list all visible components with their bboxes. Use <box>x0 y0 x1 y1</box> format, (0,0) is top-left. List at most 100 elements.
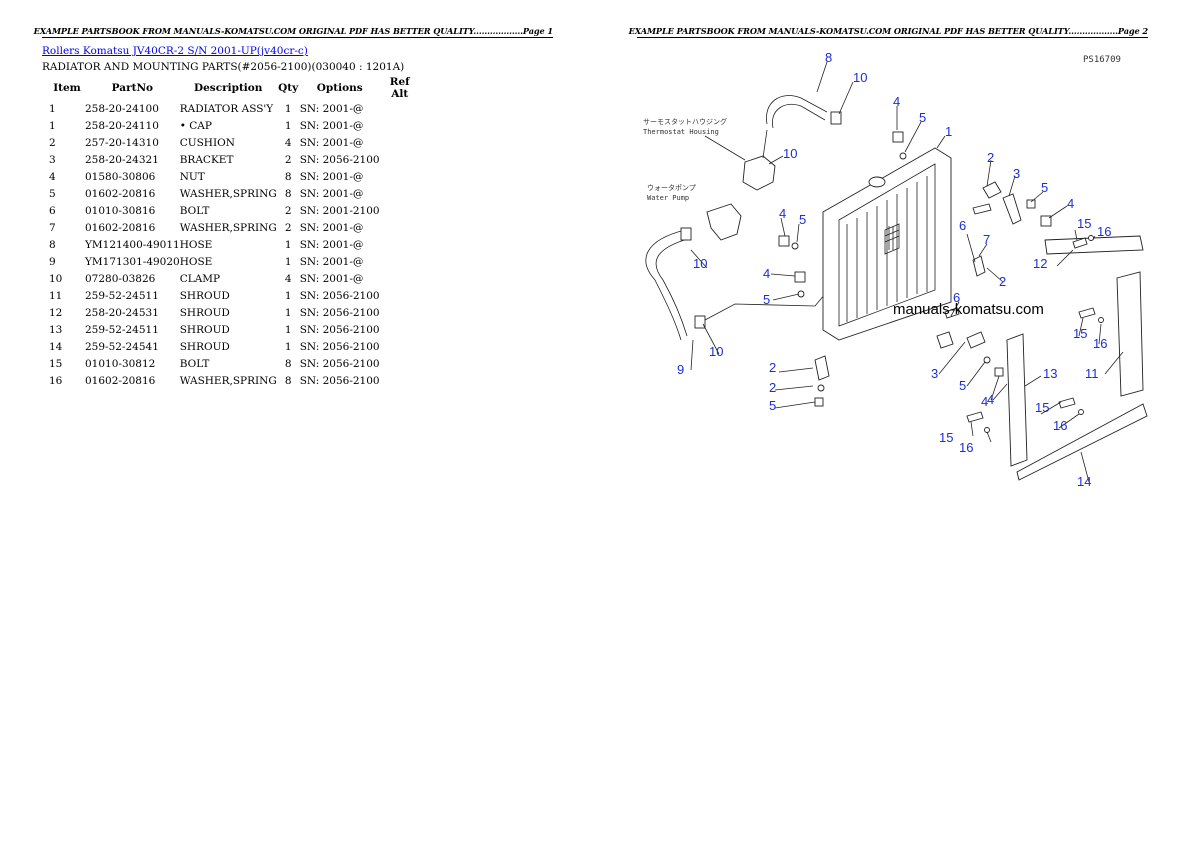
description-cell: BRACKET <box>179 153 234 166</box>
qty-cell: 2 <box>284 204 292 217</box>
refalt-cell <box>380 304 420 321</box>
model-link[interactable]: Rollers Komatsu JV40CR-2 S/N 2001-UP(jv4… <box>42 45 308 57</box>
partno-cell: YM171301-49020 <box>85 255 180 268</box>
item-cell: 4 <box>49 170 56 183</box>
refalt-cell <box>380 236 420 253</box>
description-cell: CUSHION <box>179 136 235 149</box>
options-cell: SN: 2001-@ <box>299 187 364 200</box>
refalt-cell <box>380 372 420 389</box>
page-header: EXAMPLE PARTSBOOK FROM MANUALS-KOMATSU.C… <box>33 26 554 36</box>
description-cell: HOSE <box>179 238 213 251</box>
item-cell: 11 <box>49 289 63 302</box>
partno-cell: 258-20-24321 <box>85 153 159 166</box>
callout-label: 10 <box>783 146 797 161</box>
thermostat-label-en: Thermostat Housing <box>643 128 719 136</box>
partno-cell: 259-52-24511 <box>85 323 159 336</box>
options-cell: SN: 2056-2100 <box>299 357 380 370</box>
callout-label: 11 <box>1085 366 1099 381</box>
qty-cell: 8 <box>284 374 292 387</box>
shroud-12 <box>1044 235 1144 255</box>
partno-cell: 01602-20816 <box>85 374 156 387</box>
col-refalt-header: Ref Alt <box>389 76 410 100</box>
callout-label: 6 <box>959 218 966 233</box>
options-cell: SN: 2056-2100 <box>299 306 380 319</box>
callout-label: 5 <box>799 212 806 227</box>
callout-label: 5 <box>763 292 770 307</box>
item-cell: 7 <box>49 221 56 234</box>
page-header: EXAMPLE PARTSBOOK FROM MANUALS-KOMATSU.C… <box>628 26 1149 36</box>
watermark: manuals-komatsu.com <box>893 301 1044 318</box>
qty-cell: 8 <box>284 187 292 200</box>
description-cell: SHROUD <box>179 340 230 353</box>
refalt-cell <box>380 287 420 304</box>
options-cell: SN: 2001-@ <box>299 119 364 132</box>
item-cell: 13 <box>49 323 63 336</box>
col-partno-header: PartNo <box>111 82 154 94</box>
partno-cell: 01010-30812 <box>85 357 156 370</box>
radiator-assembly <box>822 147 952 341</box>
callout-label: 4 <box>1067 196 1074 211</box>
shroud-11 <box>1116 271 1144 397</box>
partno-cell: 258-20-24100 <box>85 102 159 115</box>
refalt-cell <box>380 117 420 134</box>
callout-label: 15 <box>1073 326 1087 341</box>
upper-hose <box>766 95 828 129</box>
callout-label: 12 <box>1033 256 1047 271</box>
parts-table: Item PartNo Description Qty Options Ref … <box>42 76 420 389</box>
callout-label: 5 <box>769 398 776 413</box>
description-cell: BOLT <box>179 204 210 217</box>
qty-cell: 1 <box>284 340 292 353</box>
refalt-cell <box>380 168 420 185</box>
table-header-row: Item PartNo Description Qty Options Ref … <box>42 76 420 100</box>
description-cell: • CAP <box>179 119 212 132</box>
hose-clamp <box>830 111 842 125</box>
refalt-cell <box>380 219 420 236</box>
qty-cell: 4 <box>284 272 292 285</box>
thermostat-housing <box>742 155 776 191</box>
shroud-13 <box>1006 333 1028 467</box>
partno-cell: 259-52-24541 <box>85 340 159 353</box>
partno-cell: 07280-03826 <box>85 272 156 285</box>
callout-label: 4 <box>779 206 786 221</box>
qty-cell: 2 <box>284 153 292 166</box>
item-cell: 14 <box>49 340 63 353</box>
exploded-parts-diagram: PS16709 サーモスタットハウジング Thermostat Housing … <box>643 50 1148 489</box>
options-cell: SN: 2056-2100 <box>299 153 380 166</box>
refalt-cell <box>380 185 420 202</box>
callout-label: 15 <box>1077 216 1091 231</box>
qty-cell: 8 <box>284 357 292 370</box>
options-cell: SN: 2001-@ <box>299 136 364 149</box>
callout-label: 4 <box>893 94 900 109</box>
partno-cell: 01580-30806 <box>85 170 156 183</box>
col-description-header: Description <box>194 82 263 94</box>
section-subtitle: RADIATOR AND MOUNTING PARTS(#2056-2100)(… <box>42 61 405 73</box>
item-cell: 9 <box>49 255 56 268</box>
item-cell: 5 <box>49 187 56 200</box>
description-cell: WASHER,SPRING <box>179 187 277 200</box>
parts-list-page: EXAMPLE PARTSBOOK FROM MANUALS-KOMATSU.C… <box>33 26 554 389</box>
partno-cell: 01602-20816 <box>85 187 156 200</box>
refalt-cell <box>380 100 420 117</box>
thermostat-label-jp: サーモスタットハウジング <box>643 117 727 126</box>
mounting-hardware <box>778 131 1104 433</box>
callout-label: 2 <box>999 274 1006 289</box>
callout-label: 2 <box>987 150 994 165</box>
description-cell: BOLT <box>179 357 210 370</box>
item-cell: 1 <box>49 119 56 132</box>
options-cell: SN: 2001-@ <box>299 255 364 268</box>
options-cell: SN: 2056-2100 <box>299 323 380 336</box>
description-cell: SHROUD <box>179 323 230 336</box>
refalt-cell <box>380 355 420 372</box>
options-cell: SN: 2001-2100 <box>299 204 380 217</box>
callout-label: 6 <box>953 290 960 305</box>
callout-label: 13 <box>1043 366 1057 381</box>
